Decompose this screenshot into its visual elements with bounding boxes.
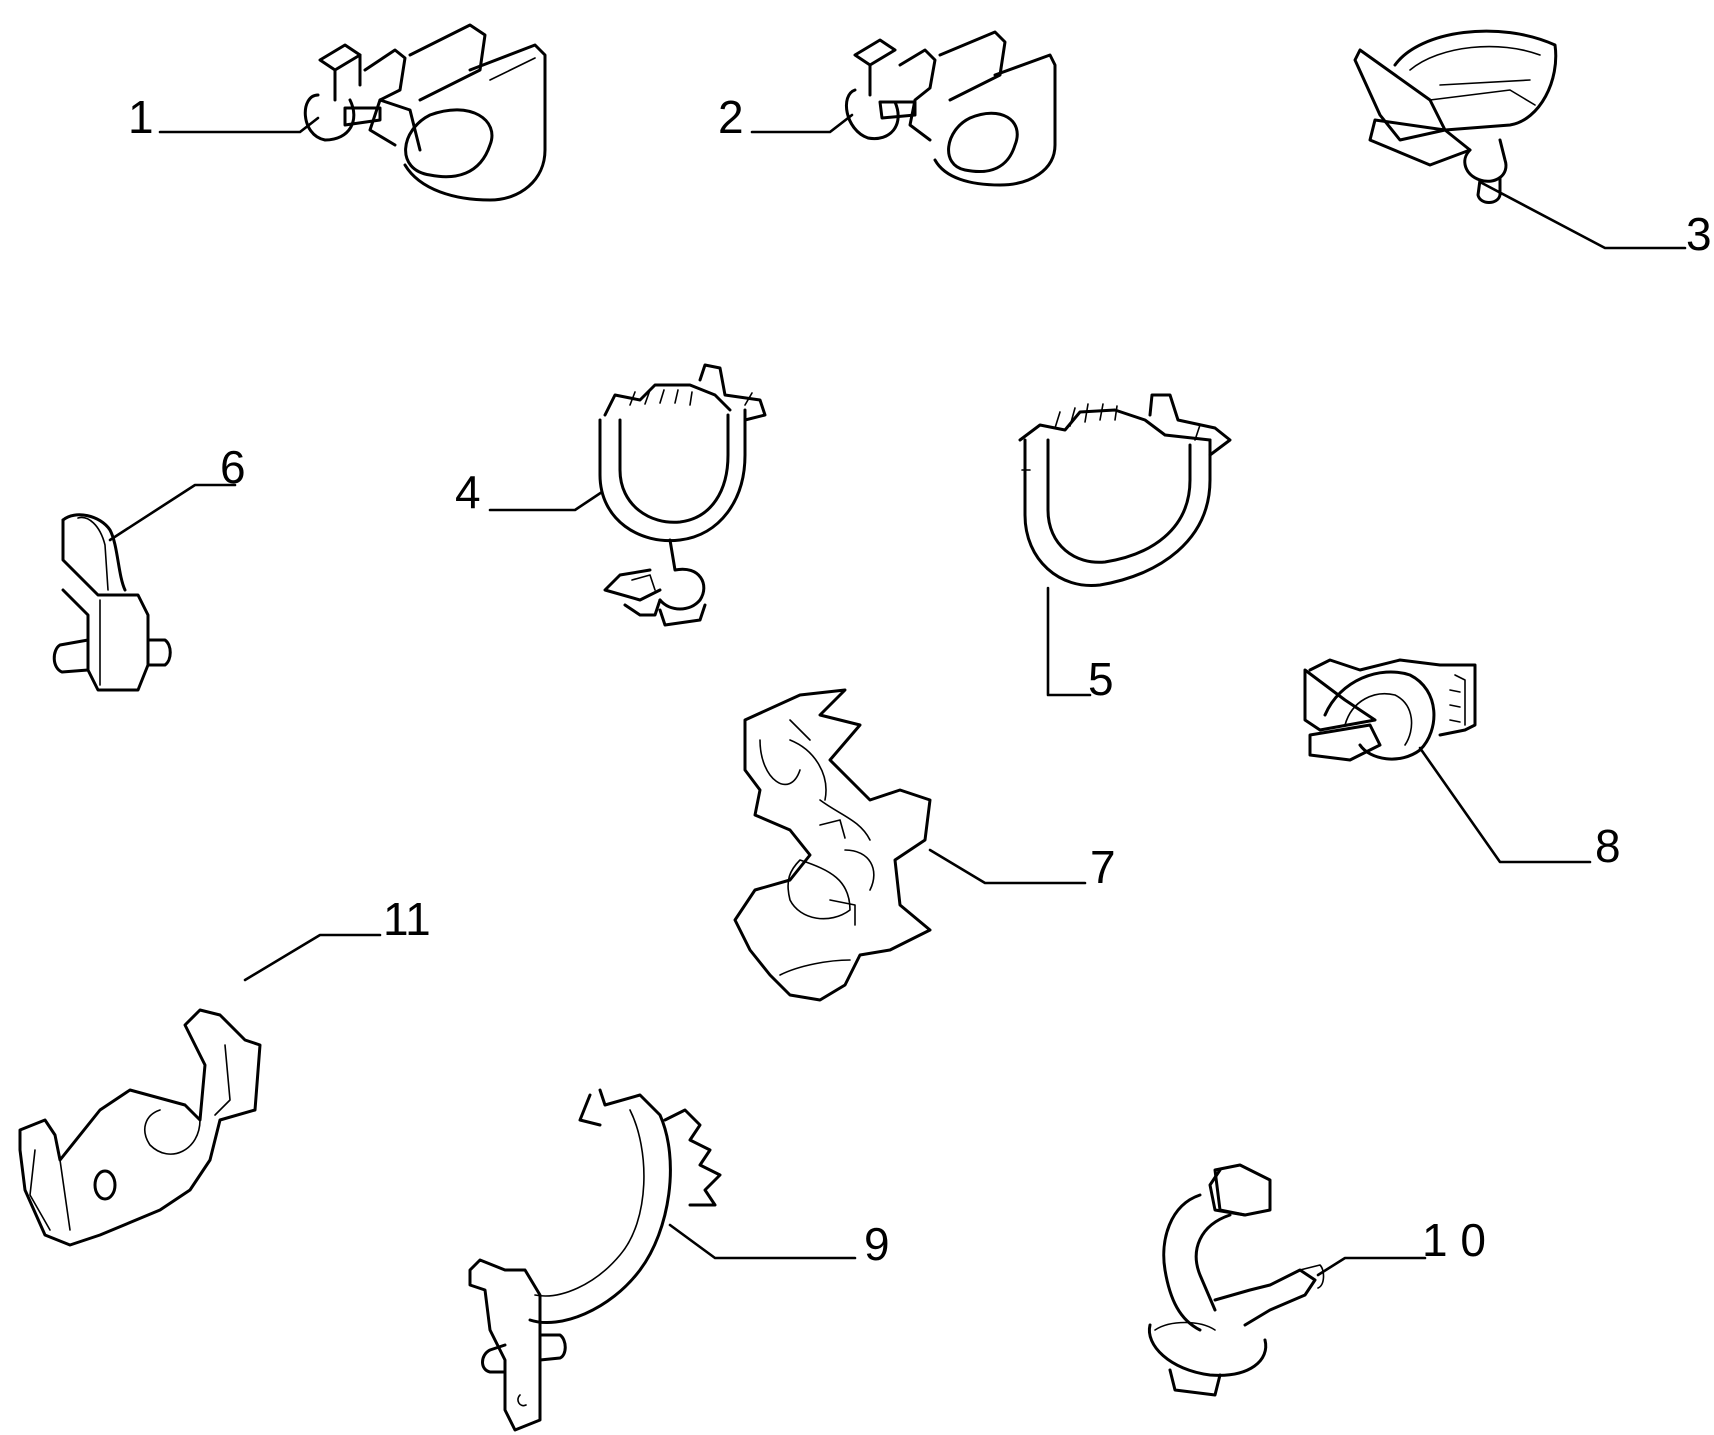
part-5-strap-clip (1018, 393, 1232, 588)
leader-5 (1046, 586, 1092, 697)
part-10-loop-clip (1147, 1163, 1325, 1397)
leader-8 (1418, 746, 1592, 864)
callout-7: 7 (1090, 841, 1116, 893)
callout-5: 5 (1088, 653, 1114, 705)
leader-2 (750, 113, 854, 134)
leader-3 (1478, 180, 1687, 250)
callout-4: 4 (455, 466, 481, 518)
part-3-push-clip (1353, 29, 1558, 204)
part-11-large-bracket (18, 1008, 262, 1247)
leader-lines (108, 113, 1687, 1277)
leader-6 (108, 483, 237, 542)
leader-4 (488, 490, 604, 512)
part-6-bracket (52, 513, 172, 692)
leader-11 (243, 933, 382, 982)
callout-2: 2 (718, 91, 744, 143)
leader-7 (928, 848, 1087, 885)
callout-6: 6 (220, 441, 246, 493)
leader-1 (158, 116, 320, 134)
callout-8: 8 (1595, 820, 1621, 872)
callout-9: 9 (864, 1218, 890, 1270)
callout-numbers: 1 2 3 4 5 6 7 8 9 1 0 11 (128, 91, 1712, 1270)
leader-9 (668, 1223, 857, 1260)
part-1-double-clip (303, 23, 547, 202)
part-7-multi-holder (733, 688, 932, 1002)
part-9-strap-pin (468, 1088, 722, 1432)
part-2-double-clip (845, 30, 1057, 187)
part-8-plate-clip (1303, 658, 1477, 762)
callout-10: 1 0 (1422, 1214, 1486, 1266)
callout-11: 11 (383, 893, 431, 945)
callout-3: 3 (1686, 208, 1712, 260)
part-4-strap-clip (598, 363, 767, 627)
leader-10 (1316, 1256, 1427, 1277)
callout-1: 1 (128, 91, 154, 143)
